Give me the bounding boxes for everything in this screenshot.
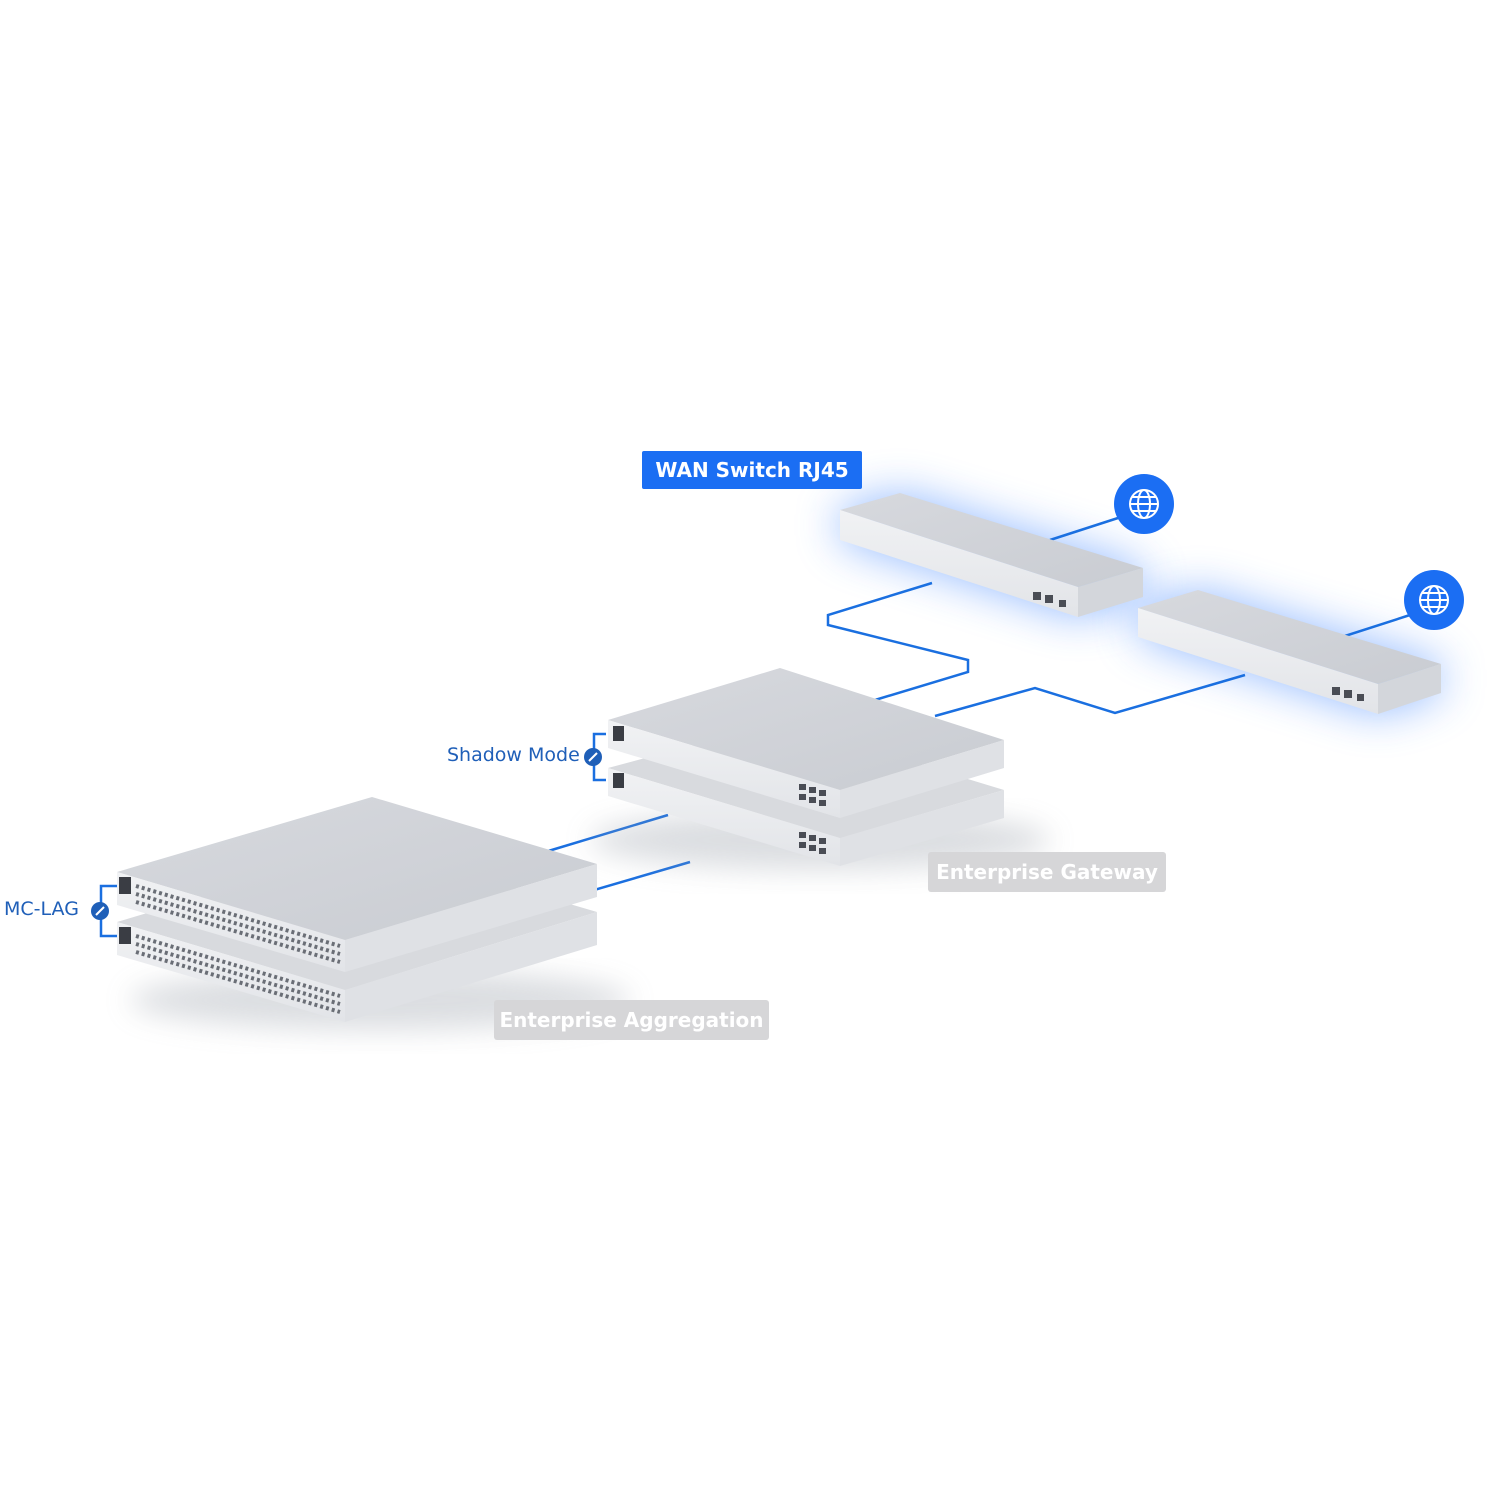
enterprise-aggregation-stack xyxy=(117,797,630,1030)
mc-lag-label: MC-LAG xyxy=(4,898,79,920)
gateway-lower-front xyxy=(608,768,840,866)
gateway-upper-ports xyxy=(799,784,826,806)
link-wan1-gateway xyxy=(826,581,970,702)
shadow-mode-label: Shadow Mode xyxy=(447,744,580,766)
wan-switch-1-side xyxy=(1078,568,1143,617)
enterprise-gateway-stack xyxy=(590,668,1050,870)
wan-switch-2-front xyxy=(1138,608,1378,714)
wan-switch-label: WAN Switch RJ45 xyxy=(642,451,862,489)
enterprise-gateway-label: Enterprise Gateway xyxy=(928,852,1166,892)
link-wan2-gateway xyxy=(934,673,1246,718)
wan-switch-1-ports xyxy=(1033,592,1066,607)
wan-switch-2-side xyxy=(1378,664,1441,714)
link-globe2-wan2 xyxy=(1344,613,1411,638)
wan-switch-2 xyxy=(1138,590,1441,714)
gateway-upper-top xyxy=(608,668,1004,790)
gateway-upper-side xyxy=(840,740,1004,818)
wan-switch-2-top xyxy=(1138,590,1441,684)
enterprise-aggregation-label: Enterprise Aggregation xyxy=(494,1000,769,1040)
gateway-lower-side xyxy=(840,790,1004,866)
globe-icon xyxy=(1114,474,1174,534)
link-globe1-wan1 xyxy=(1049,516,1119,542)
gateway-lower-ports xyxy=(799,832,826,854)
link-icon xyxy=(91,902,109,920)
link-icon xyxy=(584,748,602,766)
wan-switch-1-front xyxy=(840,510,1078,617)
wan-switch-2-ports xyxy=(1332,687,1364,701)
wan-switch-1 xyxy=(840,493,1143,617)
aggregation-upper-top xyxy=(117,797,597,940)
aggregation-upper-side xyxy=(345,864,597,972)
wan-switch-1-top xyxy=(840,493,1143,587)
gateway-upper-front xyxy=(608,720,840,818)
globe-icon xyxy=(1404,570,1464,630)
aggregation-lower-side xyxy=(345,912,597,1022)
